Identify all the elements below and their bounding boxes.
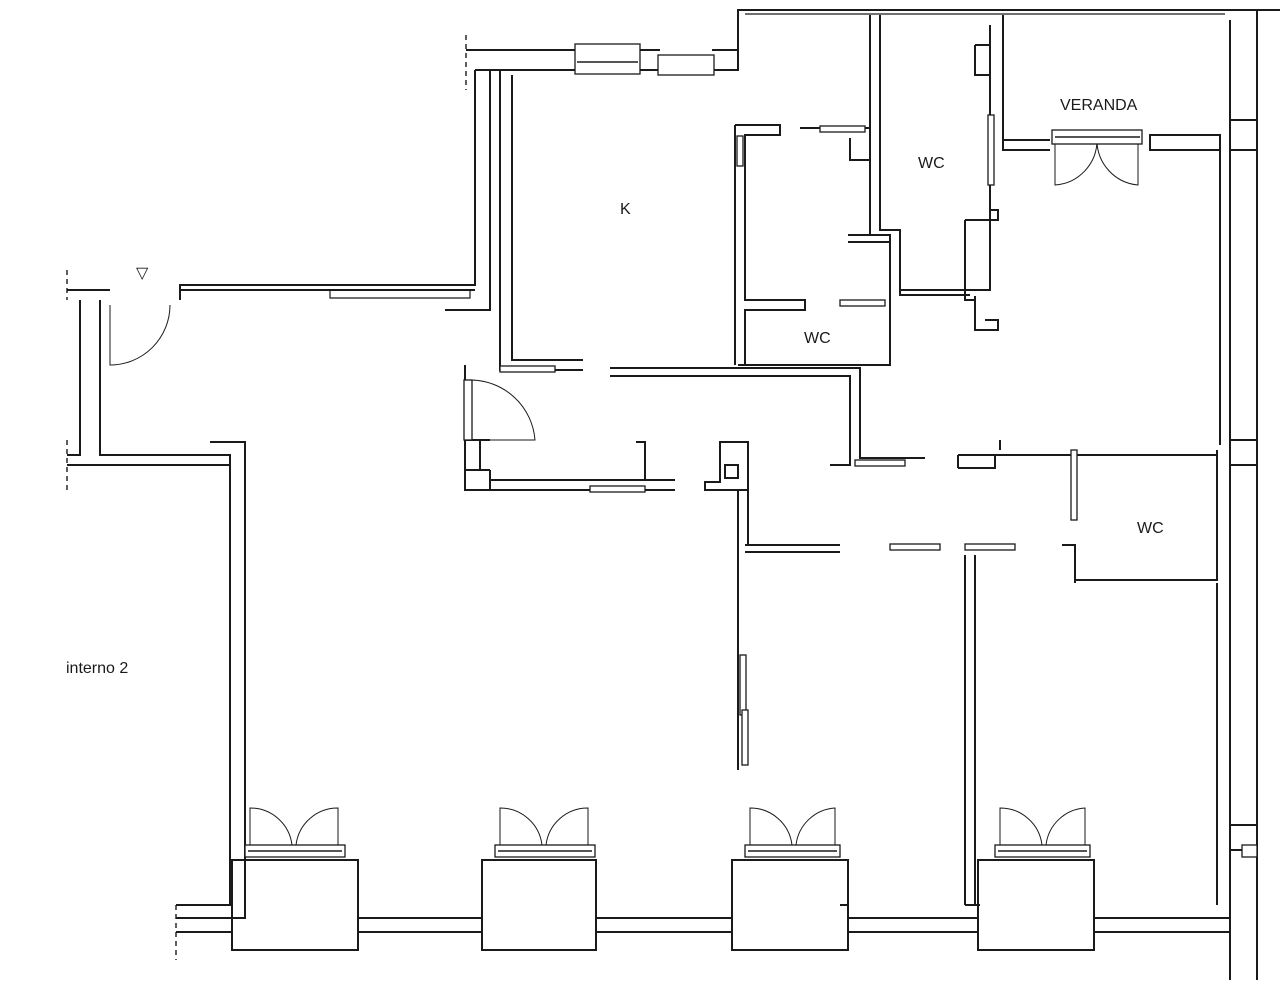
room-label-wc-upper: WC	[918, 155, 945, 172]
top-windows	[574, 13, 1225, 76]
swing-doors	[109, 129, 1143, 441]
interior-walls	[464, 15, 1221, 906]
exterior-walls	[67, 9, 1280, 980]
entrance-marker: ▽	[136, 265, 149, 282]
room-label-wc-right: WC	[1137, 520, 1164, 537]
room-label-veranda: VERANDA	[1060, 97, 1138, 114]
room-label-neighbor: interno 2	[66, 660, 128, 677]
balcony-windows	[231, 807, 1258, 951]
room-label-kitchen: K	[620, 201, 631, 218]
sliding-doors	[499, 114, 1078, 766]
room-label-wc-middle: WC	[804, 330, 831, 347]
